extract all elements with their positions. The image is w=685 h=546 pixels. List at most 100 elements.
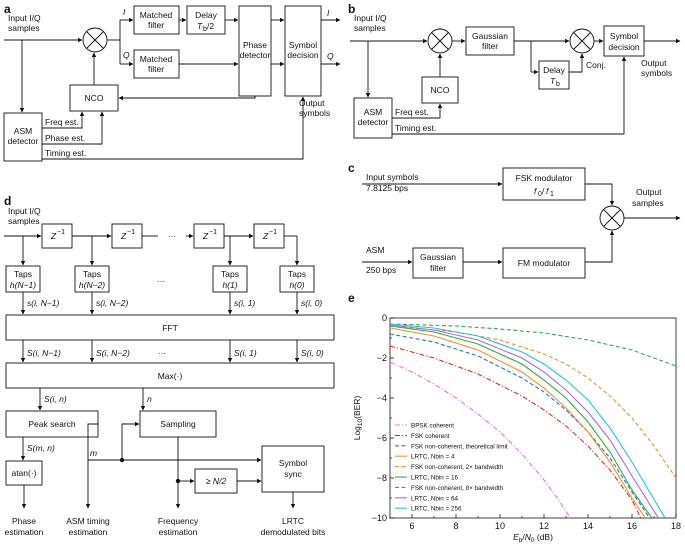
panel-e-label: e [348,291,355,305]
d-dots-taps: ··· [157,276,166,286]
legend-label: LRTC, Nbin = 16 [411,475,458,482]
chart-series [390,323,676,518]
series-line-8 [390,324,659,518]
d-input-2: samples [8,216,40,226]
x-tick-label: 10 [495,521,505,531]
d-zexp-1: −1 [57,229,65,236]
a-freq-est: Freq est. [45,117,79,127]
y-tick-label: −8 [377,473,387,483]
a-delay-half: /2 [207,21,214,31]
c-output-2: samples [632,198,664,208]
d-out-freq-1: Frequency [158,516,199,526]
b-sd-1: Symbol [610,31,638,41]
x-tick-label: 14 [583,521,593,531]
b-delay-t: T [550,76,556,86]
d-out-phase-2: estimation [5,527,44,537]
d-taps-2-label: Taps [83,269,101,279]
a-mf-i-2: filter [148,20,164,30]
d-z-1: Z [50,231,57,241]
a-input-label-2: samples [8,23,40,33]
d-fft-block [5,314,335,341]
legend-label: FSK non-coherent, 2× bandwidth [411,464,504,471]
series-line-4 [390,327,646,518]
c-f-b: f [546,186,550,196]
a-i-branch: I [123,7,126,17]
d-ss-2: sync [284,469,302,479]
series-line-9 [390,323,666,518]
d-dots-S: ··· [158,348,167,358]
a-matched-filter-i [133,5,180,35]
panel-b: b Input I/Q samples Gaussian filter Dela… [348,2,681,139]
panel-c: c Input symbols 7.8125 bps FSK modulator… [348,161,681,279]
d-geq-label: ≥ N/2 [206,476,227,486]
d-z-2: Z [120,231,127,241]
d-z-4: Z [262,231,269,241]
legend-label: FSK non-coherent, theoretical limit [411,443,508,450]
d-S-2: S(i, N−2) [96,348,130,358]
c-gf-1: Gaussian [420,252,456,262]
a-mf-i-1: Matched [140,10,173,20]
c-rate1: 7.8125 bps [366,183,408,193]
d-sampling-label: Sampling [160,419,196,429]
d-s-1: s(i, N−1) [27,298,60,308]
d-s-3: s(i, 1) [234,298,255,308]
x-tick-label: 16 [627,521,637,531]
a-delay-label: Delay [195,10,217,20]
d-z-block-3 [193,223,225,249]
panel-a-label: a [4,2,11,16]
d-taps-4-label: Taps [288,269,306,279]
a-matched-filter-q [133,49,180,79]
a-output-2: symbols [299,108,330,118]
c-gaussian-filter [412,247,464,279]
c-asm: ASM [366,245,384,255]
d-s-2: s(i, N−2) [96,298,129,308]
a-phase-est: Phase est. [45,133,85,143]
d-symbol-sync [261,445,325,493]
d-peak-search [5,410,99,438]
c-slash: / [542,186,545,196]
b-input-1: Input I/Q [354,13,387,23]
panel-d-label: d [4,194,11,208]
d-taps-1-label: Taps [14,269,32,279]
b-delay-label: Delay [543,65,565,75]
series-line-7 [390,323,676,367]
legend-label: BPSK coherent [411,423,454,430]
x-tick-label: 8 [453,521,458,531]
a-nco-label: NCO [85,93,104,103]
b-freq-est: Freq est. [395,107,429,117]
b-asm-2: detector [358,117,389,127]
chart-xlabel: Eb/N0 (dB) [513,532,553,544]
b-output-1: Output [641,58,667,68]
c-fsk-label: FSK modulator [516,173,573,183]
b-conj: Conj. [586,60,606,70]
legend-label: LRTC, Nbin = 4 [411,454,455,461]
d-max-block [5,362,335,389]
b-nco-label: NCO [431,85,450,95]
d-dots-top: ··· [168,231,177,241]
d-taps-3 [212,265,248,293]
panel-d: d Input I/Q samples ··· Z −1 Z −1 Z −1 Z… [4,194,335,537]
d-atan [5,460,43,486]
a-delay-b: b [203,26,207,33]
series-line-1 [390,361,571,518]
d-h-2: h(N−2) [79,280,105,290]
b-asm-detector [353,97,393,139]
a-asm-2: detector [8,136,39,146]
c-f1: 1 [550,191,554,198]
d-h-3: h(1) [222,280,237,290]
c-input-symbols: Input symbols [366,172,418,182]
d-atan-label: atan(·) [11,468,36,478]
a-i-out: I [327,8,330,18]
d-sampling [139,410,217,438]
a-sd-2: decision [287,50,318,60]
legend-label: FSK non-coherent, 8× bandwidth [411,485,504,492]
b-sd-2: decision [608,42,639,52]
d-z-block-2 [111,223,143,249]
x-tick-label: 6 [409,521,414,531]
y-tick-label: −4 [377,393,387,403]
b-input-2: samples [354,23,386,33]
c-output-1: Output [636,187,662,197]
